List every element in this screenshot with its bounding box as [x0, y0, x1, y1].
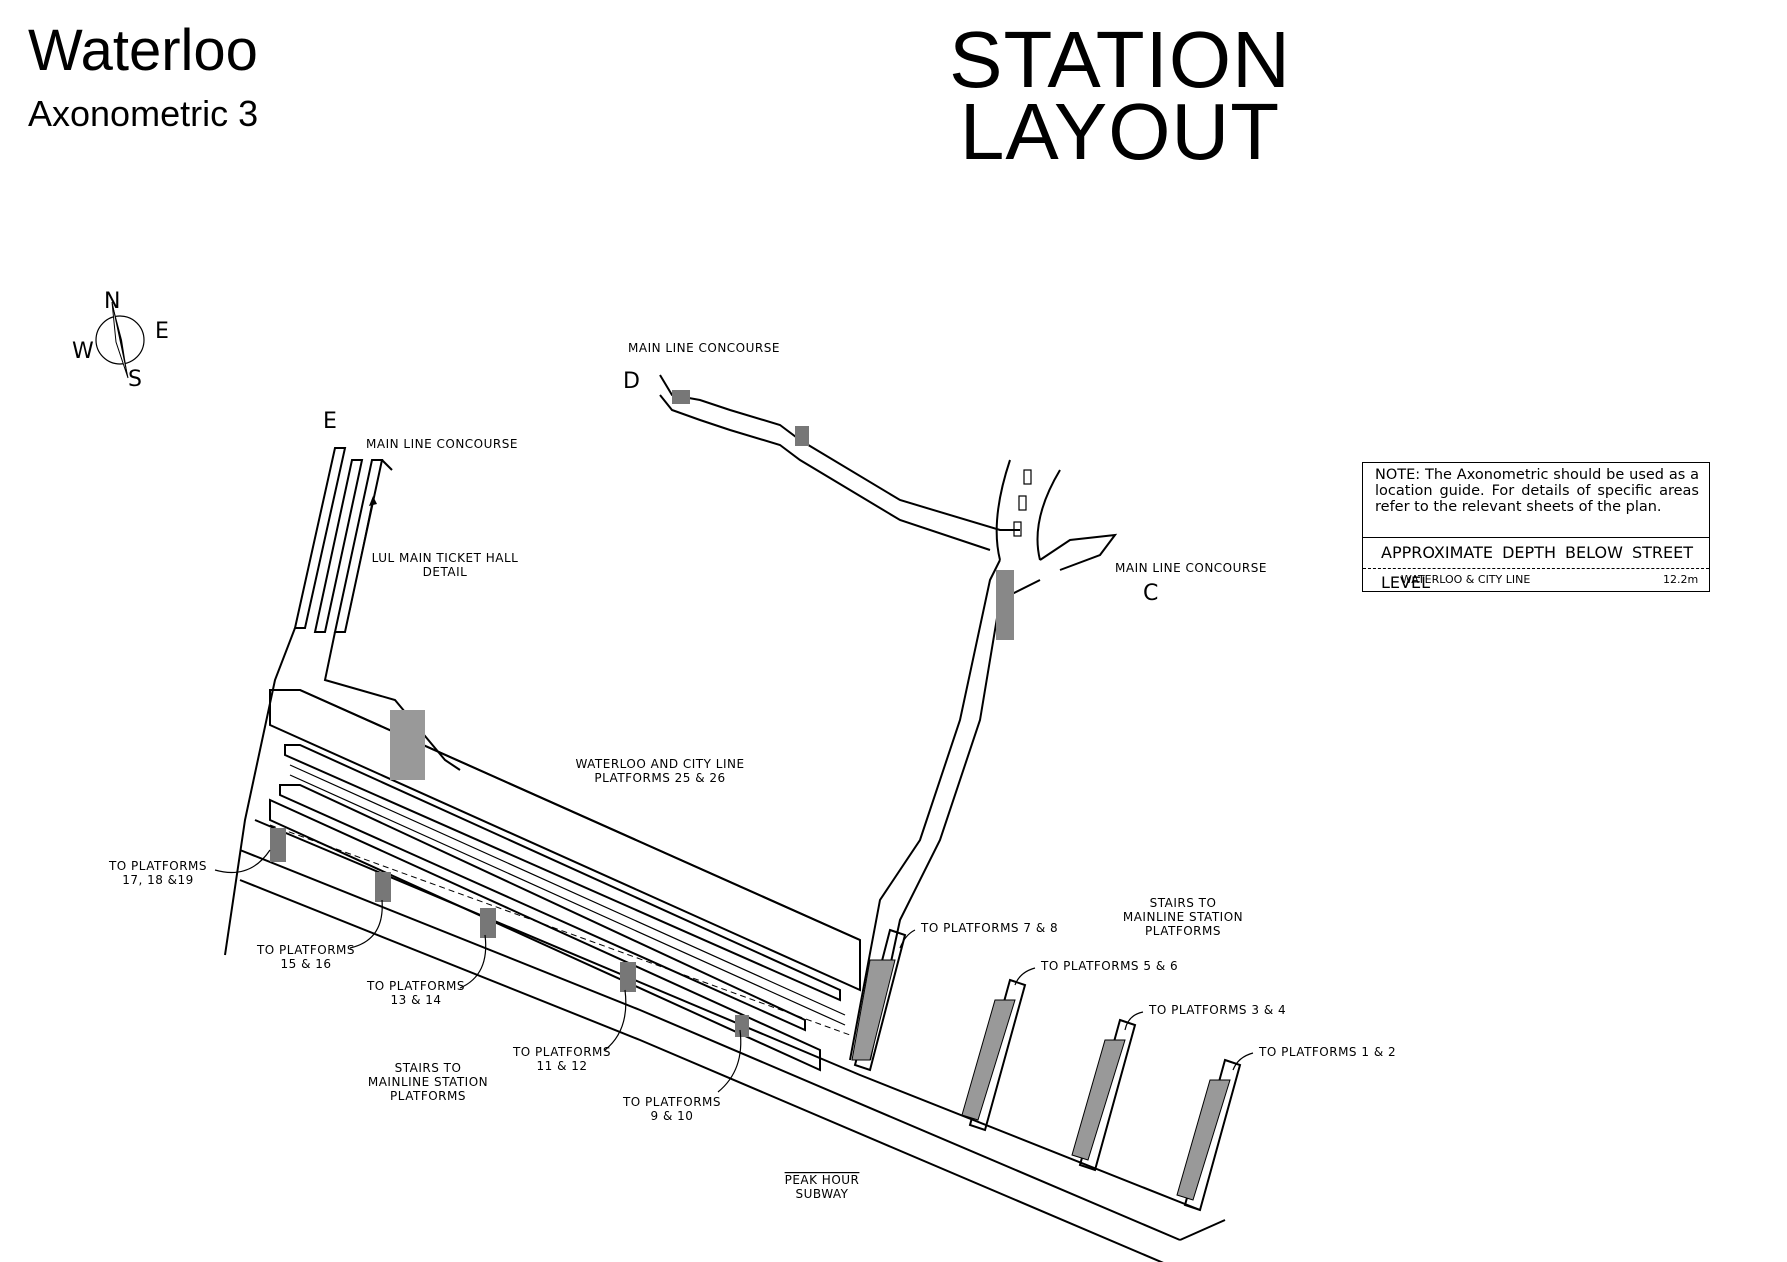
label-stairs-right-3: PLATFORMS	[1145, 924, 1221, 938]
label-stairs-left-3: PLATFORMS	[390, 1089, 466, 1103]
compass-east: E	[155, 319, 169, 344]
label-to-platforms-15-1: TO PLATFORMS	[256, 943, 355, 957]
label-to-platforms-1: TO PLATFORMS 1 & 2	[1258, 1045, 1396, 1059]
label-to-platforms-13-1: TO PLATFORMS	[366, 979, 465, 993]
label-to-platforms-17-2: 17, 18 &19	[122, 873, 194, 887]
mainline-stairs	[851, 928, 1242, 1212]
station-name: Waterloo	[28, 18, 258, 83]
entrance-d-label: D	[623, 369, 640, 394]
label-concourse-d: MAIN LINE CONCOURSE	[628, 341, 780, 355]
label-to-platforms-9-1: TO PLATFORMS	[622, 1095, 721, 1109]
label-stairs-left-2: MAINLINE STATION	[368, 1075, 488, 1089]
entrance-c-label: C	[1143, 581, 1158, 606]
label-subway-1: PEAK HOUR	[785, 1173, 860, 1187]
ticket-hall-stairs	[224, 447, 461, 956]
label-to-platforms-13-2: 13 & 14	[390, 993, 441, 1007]
label-ticket-hall-2: DETAIL	[423, 565, 468, 579]
note-box: NOTE: The Axonometric should be used as …	[1362, 462, 1710, 592]
label-wc-platforms-1: WATERLOO AND CITY LINE	[575, 757, 744, 771]
label-stairs-left-1: STAIRS TO	[395, 1061, 462, 1075]
depth-line-name: WATERLOO & CITY LINE	[1401, 573, 1531, 586]
label-to-platforms-5: TO PLATFORMS 5 & 6	[1040, 959, 1178, 973]
compass-north: N	[104, 289, 120, 314]
compass-icon: N E S W	[72, 289, 169, 392]
label-to-platforms-15-2: 15 & 16	[280, 957, 331, 971]
note-text: NOTE: The Axonometric should be used as …	[1375, 467, 1699, 515]
label-concourse-e: MAIN LINE CONCOURSE	[366, 437, 518, 451]
label-stairs-right-2: MAINLINE STATION	[1123, 910, 1243, 924]
depth-heading: APPROXIMATE DEPTH BELOW STREET LEVEL	[1363, 537, 1709, 592]
label-to-platforms-11-1: TO PLATFORMS	[512, 1045, 611, 1059]
label-wc-platforms-2: PLATFORMS 25 & 26	[594, 771, 725, 785]
drawing-subtitle: Axonometric 3	[28, 93, 259, 134]
label-to-platforms-17-1: TO PLATFORMS	[108, 859, 207, 873]
label-to-platforms-3: TO PLATFORMS 3 & 4	[1148, 1003, 1286, 1017]
label-to-platforms-7: TO PLATFORMS 7 & 8	[920, 921, 1058, 935]
title-line-1: STATION	[949, 15, 1291, 104]
depth-row: WATERLOO & CITY LINE 12.2m	[1363, 568, 1709, 591]
compass-west: W	[72, 339, 94, 364]
label-to-platforms-11-2: 11 & 12	[536, 1059, 587, 1073]
concourse-c-passage	[849, 459, 1118, 1061]
depth-value: 12.2m	[1663, 573, 1699, 586]
waterloo-city-platforms	[269, 689, 861, 1072]
leader-lines	[214, 849, 1254, 1093]
page-title: STATION LAYOUT	[900, 15, 1340, 176]
concourse-d-passage	[659, 374, 1020, 551]
label-to-platforms-9-2: 9 & 10	[651, 1109, 694, 1123]
label-subway-2: SUBWAY	[795, 1187, 848, 1201]
peak-hour-subway	[239, 819, 1226, 1262]
compass-south: S	[128, 367, 142, 392]
label-ticket-hall-1: LUL MAIN TICKET HALL	[372, 551, 519, 565]
platform-stair-blocks	[270, 710, 749, 1037]
label-concourse-c: MAIN LINE CONCOURSE	[1115, 561, 1267, 575]
title-line-2: LAYOUT	[959, 87, 1281, 176]
entrance-e-label: E	[323, 409, 337, 434]
label-stairs-right-1: STAIRS TO	[1150, 896, 1217, 910]
